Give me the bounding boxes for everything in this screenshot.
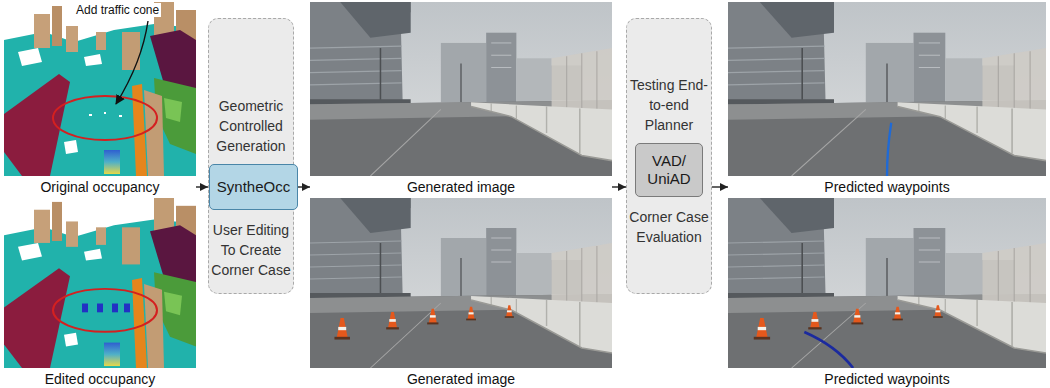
generated-photo [310, 2, 612, 176]
figure-caption: Generated image [310, 370, 612, 388]
flow-arrow [612, 186, 626, 187]
flow-arrow [712, 186, 728, 187]
occupancy-image [119, 115, 122, 117]
figure-caption: Original occupancy [4, 178, 196, 196]
panel-body: Corner Case Evaluation [629, 207, 709, 247]
occupancy-image [124, 304, 130, 313]
waypoint-figure: Predicted waypoints [728, 2, 1046, 196]
figure-caption: Edited occupancy [4, 370, 196, 388]
annotation-label: Add traffic cone [74, 3, 161, 17]
panel-body: User Editing To Create Corner Case [211, 220, 291, 280]
planner-photo [728, 2, 1046, 176]
panel-heading: Geometric Controlled Generation [211, 96, 291, 156]
occupancy-image [4, 2, 196, 176]
generated-figure: Generated image [310, 2, 612, 196]
flow-arrow [196, 186, 208, 187]
process-panel: Geometric Controlled GenerationUser Edit… [208, 18, 294, 294]
occupancy-image [53, 96, 157, 140]
figure-caption: Predicted waypoints [728, 178, 1046, 196]
figure-caption: Generated image [310, 178, 612, 196]
leader-arrow [116, 21, 148, 104]
generated-photo [310, 2, 612, 176]
panel-heading: Testing End-to-end Planner [629, 75, 709, 135]
occupancy-image [4, 198, 196, 368]
generated-photo [310, 198, 612, 368]
occupancy-image [104, 112, 106, 114]
occupancy-image [82, 304, 88, 313]
occupancy-figure: Original occupancy [4, 2, 196, 196]
occupancy-image [4, 2, 196, 176]
occupancy-image [112, 304, 118, 313]
waypoint-figure: Predicted waypoints [728, 198, 1046, 388]
planner-photo [728, 2, 1046, 176]
occupancy-image [4, 198, 196, 368]
occupancy-image [89, 114, 92, 116]
process-panel: Testing End-to-end PlannerCorner Case Ev… [626, 18, 712, 294]
model-box: SyntheOcc [209, 164, 298, 210]
planner-photo [728, 198, 1046, 368]
box-label: SyntheOcc [214, 178, 293, 196]
occupancy-image [97, 304, 103, 313]
occupancy-figure: Edited occupancy [4, 198, 196, 388]
planner-photo [754, 305, 943, 339]
waypoint-path [887, 123, 891, 176]
occupancy-image [53, 289, 157, 332]
box-label: VAD/ UniAD [636, 152, 702, 188]
waypoint-path [804, 332, 853, 368]
generated-photo [334, 305, 513, 339]
generated-figure: Generated image [310, 198, 612, 388]
model-box: VAD/ UniAD [635, 143, 703, 197]
planner-photo [728, 198, 1046, 368]
figure-caption: Predicted waypoints [728, 370, 1046, 388]
generated-photo [310, 198, 612, 368]
